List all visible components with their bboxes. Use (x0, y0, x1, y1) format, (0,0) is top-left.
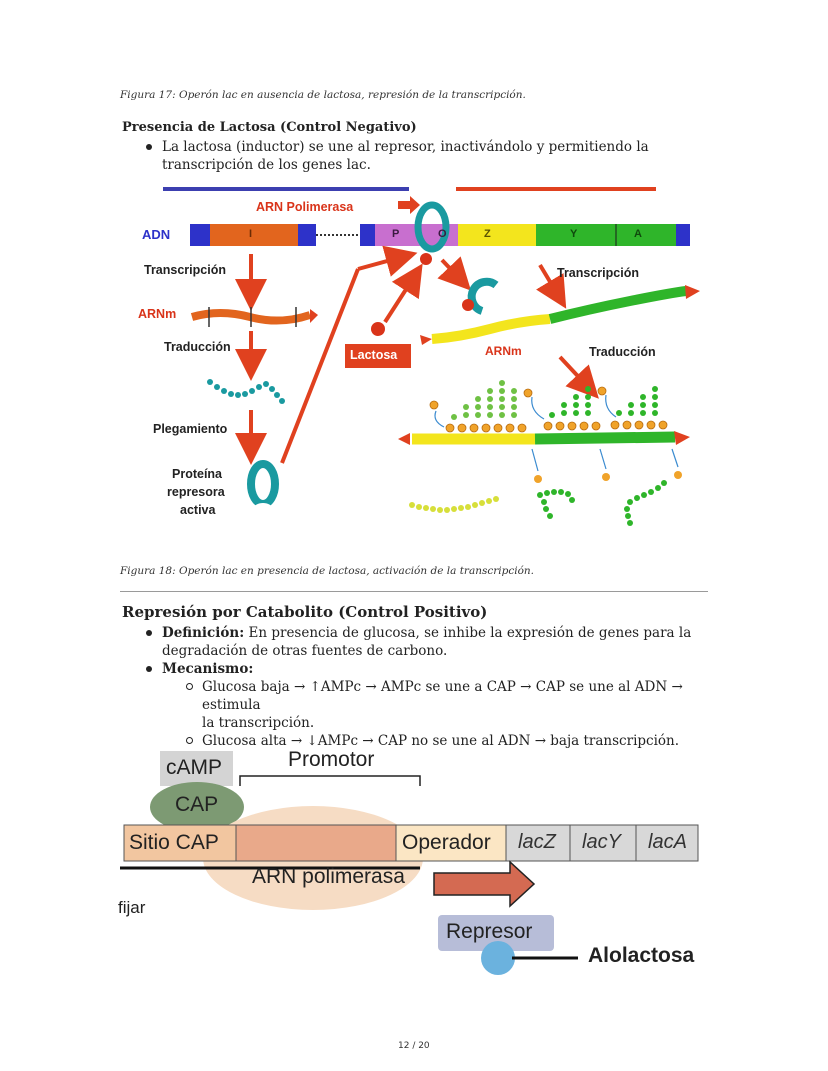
label-arn-polimerasa-19: ARN polimerasa (252, 865, 405, 888)
protein-a-released (624, 480, 667, 526)
lactose-bullet-line2: transcripción de los genes lac. (162, 157, 371, 173)
label-transcripcion-right: Transcripción (557, 266, 639, 280)
label-arnm-right: ARNm (485, 344, 522, 358)
mechanism-bullet: Mecanismo: Glucosa baja → ↑AMPc → AMPc s… (140, 660, 720, 750)
label-arnm-left: ARNm (138, 307, 177, 321)
label-lactosa: Lactosa (350, 348, 398, 362)
polysome-green (534, 431, 676, 445)
cap-blob (150, 782, 244, 832)
lacy-box (569, 824, 637, 862)
figure19-svg (120, 751, 699, 975)
label-fijar: fijar (118, 898, 146, 917)
label-cap: CAP (175, 793, 219, 816)
lactose-dot (371, 322, 385, 336)
label-sitio-cap: Sitio CAP (129, 831, 219, 854)
label-alolactosa: Alolactosa (588, 944, 695, 967)
label-traduccion-right: Traducción (589, 345, 656, 359)
arrow-translation-right (558, 355, 599, 399)
represor-box (438, 915, 554, 951)
mechanism-sublist: Glucosa baja → ↑AMPc → AMPc se une a CAP… (180, 678, 720, 750)
mechanism-label: Mecanismo: (162, 661, 254, 677)
horizontal-rule (120, 591, 708, 592)
laca-box (635, 824, 699, 862)
nascent-chains-green (549, 386, 658, 418)
camp-box (160, 751, 233, 786)
label-lacz: lacZ (518, 831, 556, 853)
promoter-box (235, 824, 397, 862)
label-traduccion-left: Traducción (164, 340, 231, 354)
inactive-repressor (467, 277, 499, 315)
section-heading-catabolite: Represión por Catabolito (Control Positi… (122, 603, 488, 621)
alolactosa-dot (481, 941, 515, 975)
released-ribosomes (534, 471, 682, 483)
arrow-repressor-to-operator (280, 268, 360, 464)
lactose-bound-dot (420, 253, 432, 265)
label-activa: activa (180, 503, 216, 517)
label-gene-z: Z (484, 228, 491, 240)
dna-strand (190, 224, 690, 246)
top-blue-bar (163, 187, 409, 191)
arrow-lactose-to-repressor (383, 263, 423, 324)
mrna-right-green (548, 286, 687, 324)
label-represora: represora (167, 485, 225, 499)
label-promotor: Promotor (288, 748, 375, 771)
definition-label: Definición: (162, 625, 245, 641)
label-gene-o: O (438, 228, 447, 240)
figure19-diagram: cAMP CAP Promotor Sitio CAP Operador lac… (118, 748, 720, 980)
label-operador: Operador (402, 831, 491, 854)
promotor-bracket (239, 775, 421, 786)
label-lacy: lacY (582, 831, 621, 853)
rna-polymerase-arrow (398, 196, 420, 214)
transcription-arrow (433, 860, 536, 908)
label-transcripcion-left: Transcripción (144, 263, 226, 277)
lacz-box (505, 824, 571, 862)
nascent-chains (451, 380, 517, 420)
polypeptide-left (207, 379, 285, 404)
label-adn: ADN (142, 227, 171, 242)
definition-text-1: En presencia de glucosa, se inhibe la ex… (244, 625, 692, 641)
sitio-cap-box (123, 824, 237, 862)
mechanism-sub-2: Glucosa alta → ↓AMPc → CAP no se une al … (180, 732, 720, 750)
label-gene-p: P (392, 228, 400, 240)
mechanism-sub-1: Glucosa baja → ↑AMPc → AMPc se une a CAP… (180, 678, 720, 732)
mrna-right-yellow (431, 314, 551, 344)
figure18-svg (163, 187, 700, 526)
lactose-bullet-line1: La lactosa (inductor) se une al represor… (162, 139, 649, 155)
label-arn-polimerasa: ARN Polimerasa (256, 200, 354, 214)
mechanism-sub1-line2: la transcripción. (202, 715, 315, 731)
lactose-label-box (345, 344, 411, 368)
label-gene-a: A (634, 228, 642, 240)
label-gene-i: I (249, 228, 253, 240)
arrow-transcription-right (536, 263, 567, 309)
protein-y-released (537, 489, 575, 519)
section-heading-lactose: Presencia de Lactosa (Control Negativo) (122, 120, 417, 135)
figure18-caption: Figura 18: Operón lac en presencia de la… (120, 565, 534, 577)
operador-box (395, 824, 507, 862)
definition-bullet: Definición: En presencia de glucosa, se … (140, 624, 720, 660)
definition-text-2: degradación de otras fuentes de carbono. (162, 643, 448, 659)
catabolite-list: Definición: En presencia de glucosa, se … (140, 624, 720, 750)
protein-z-released (409, 496, 499, 513)
label-camp: cAMP (166, 756, 223, 779)
label-proteina: Proteína (172, 467, 223, 481)
figure17-caption: Figura 17: Operón lac en ausencia de lac… (120, 89, 526, 101)
arrow-repressor-release (437, 256, 472, 291)
mechanism-sub2-line1: Glucosa alta → ↓AMPc → CAP no se une al … (202, 733, 680, 749)
lactose-bullet-list: La lactosa (inductor) se une al represor… (140, 138, 700, 174)
top-red-bar (456, 187, 656, 191)
label-gene-y: Y (570, 228, 578, 240)
ribosomes (429, 386, 668, 433)
mechanism-sub1-line1: Glucosa baja → ↑AMPc → AMPc se une a CAP… (202, 679, 683, 713)
release-arrows (434, 394, 679, 472)
figure18-diagram: ADN ARN Polimerasa I P O Z Y A Transcrip… (120, 187, 709, 532)
label-represor: Represor (446, 920, 533, 943)
page-number: 12 / 20 (398, 1041, 430, 1051)
active-repressor-protein (247, 460, 279, 508)
lactose-bullet: La lactosa (inductor) se une al represor… (140, 138, 700, 174)
label-plegamiento: Plegamiento (153, 422, 228, 436)
repressor-at-operator (414, 201, 450, 253)
label-laca: lacA (648, 831, 687, 853)
